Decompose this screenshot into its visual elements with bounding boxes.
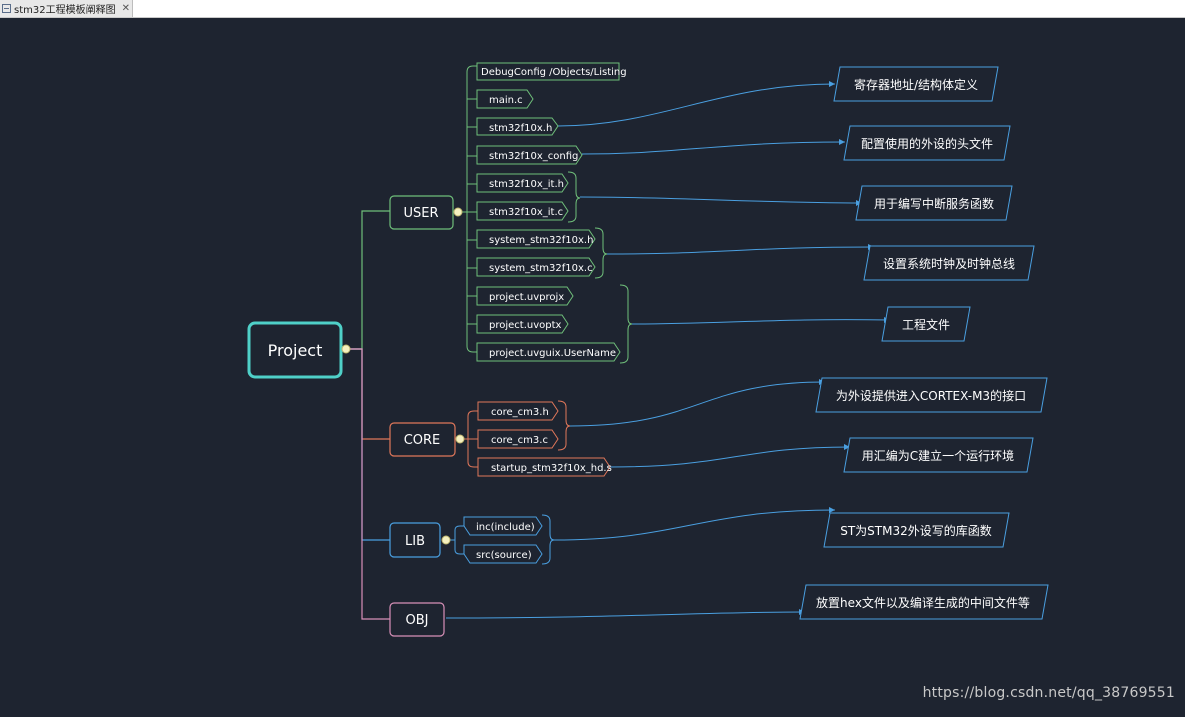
note-register-definitions[interactable]: 寄存器地址/结构体定义 xyxy=(833,66,999,102)
document-tab[interactable]: stm32工程模板阐释图 ✕ xyxy=(0,0,133,17)
svg-text:stm32f10x_it.h: stm32f10x_it.h xyxy=(489,179,564,190)
note-hex-output[interactable]: 放置hex文件以及编译生成的中间文件等 xyxy=(799,584,1049,620)
note-interrupt-handlers[interactable]: 用于编写中断服务函数 xyxy=(855,185,1013,221)
svg-text:配置使用的外设的头文件: 配置使用的外设的头文件 xyxy=(861,136,993,151)
svg-text:stm32f10x_config: stm32f10x_config xyxy=(489,151,578,162)
svg-text:project.uvguix.UserName: project.uvguix.UserName xyxy=(489,348,616,359)
svg-text:startup_stm32f10x_hd.s: startup_stm32f10x_hd.s xyxy=(491,463,612,474)
svg-text:用于编写中断服务函数: 用于编写中断服务函数 xyxy=(874,196,994,211)
leaf-core-startup[interactable]: startup_stm32f10x_hd.s xyxy=(477,457,612,477)
leaf-user-stm32f10x-config[interactable]: stm32f10x_config xyxy=(476,145,583,165)
connector-lib xyxy=(348,348,390,541)
svg-text:用汇编为C建立一个运行环境: 用汇编为C建立一个运行环境 xyxy=(862,448,1014,463)
note-project-files[interactable]: 工程文件 xyxy=(881,306,971,342)
branch-core[interactable]: CORE xyxy=(389,422,456,457)
leaf-user-stm32f10x-it-c[interactable]: stm32f10x_it.c xyxy=(476,201,569,221)
connector-obj xyxy=(348,348,390,620)
svg-text:core_cm3.h: core_cm3.h xyxy=(491,407,549,418)
close-icon[interactable]: ✕ xyxy=(121,3,130,14)
mindmap-canvas: Project USER CORE LIB OBJ DebugConfig /O… xyxy=(0,18,1185,713)
svg-text:DebugConfig /Objects/Listing: DebugConfig /Objects/Listing xyxy=(481,67,627,78)
leaf-user-system-stm32f10x-c[interactable]: system_stm32f10x.c xyxy=(476,257,596,277)
collapse-toggle-user[interactable] xyxy=(453,207,463,217)
svg-text:放置hex文件以及编译生成的中间文件等: 放置hex文件以及编译生成的中间文件等 xyxy=(816,595,1030,610)
tab-bar: stm32工程模板阐释图 ✕ xyxy=(0,0,1185,18)
svg-text:OBJ: OBJ xyxy=(406,613,429,628)
svg-text:寄存器地址/结构体定义: 寄存器地址/结构体定义 xyxy=(854,77,978,92)
svg-text:USER: USER xyxy=(403,206,438,221)
watermark: https://blog.csdn.net/qq_38769551 xyxy=(922,685,1175,701)
leaf-core-cm3-h[interactable]: core_cm3.h xyxy=(477,401,559,421)
svg-text:project.uvoptx: project.uvoptx xyxy=(489,320,562,331)
branch-obj[interactable]: OBJ xyxy=(389,602,445,637)
leaf-user-debugconfig[interactable]: DebugConfig /Objects/Listing xyxy=(476,62,627,81)
svg-text:core_cm3.c: core_cm3.c xyxy=(491,435,548,446)
svg-text:LIB: LIB xyxy=(405,534,425,549)
leaf-lib-src[interactable]: src(source) xyxy=(463,544,543,564)
collapse-toggle-lib[interactable] xyxy=(441,535,451,545)
svg-text:为外设提供进入CORTEX-M3的接口: 为外设提供进入CORTEX-M3的接口 xyxy=(836,388,1026,403)
note-cortex-interface[interactable]: 为外设提供进入CORTEX-M3的接口 xyxy=(815,377,1048,413)
svg-text:CORE: CORE xyxy=(404,433,441,448)
leaf-lib-inc[interactable]: inc(include) xyxy=(463,516,543,536)
svg-text:project.uvprojx: project.uvprojx xyxy=(489,292,564,303)
branch-user[interactable]: USER xyxy=(389,195,454,230)
svg-text:stm32f10x.h: stm32f10x.h xyxy=(489,123,552,134)
leaf-user-stm32f10x-it-h[interactable]: stm32f10x_it.h xyxy=(476,173,569,193)
svg-text:system_stm32f10x.h: system_stm32f10x.h xyxy=(489,235,593,246)
collapse-toggle-root[interactable] xyxy=(341,344,351,354)
svg-text:工程文件: 工程文件 xyxy=(902,317,950,332)
leaf-core-cm3-c[interactable]: core_cm3.c xyxy=(477,429,559,449)
note-peripheral-headers[interactable]: 配置使用的外设的头文件 xyxy=(843,125,1011,161)
leaf-user-system-stm32f10x-h[interactable]: system_stm32f10x.h xyxy=(476,229,596,249)
root-node[interactable]: Project xyxy=(247,321,343,379)
root-label: Project xyxy=(268,341,323,360)
tab-title: stm32工程模板阐释图 xyxy=(14,5,116,16)
leaf-user-project-uvoptx[interactable]: project.uvoptx xyxy=(476,314,569,334)
mindmap-icon xyxy=(2,4,11,13)
leaf-user-stm32f10x-h[interactable]: stm32f10x.h xyxy=(476,117,559,136)
svg-text:system_stm32f10x.c: system_stm32f10x.c xyxy=(489,263,593,274)
note-assembly-runtime[interactable]: 用汇编为C建立一个运行环境 xyxy=(843,437,1034,473)
svg-text:main.c: main.c xyxy=(489,95,523,106)
svg-text:ST为STM32外设写的库函数: ST为STM32外设写的库函数 xyxy=(840,523,992,538)
note-system-clock[interactable]: 设置系统时钟及时钟总线 xyxy=(863,245,1035,281)
svg-text:stm32f10x_it.c: stm32f10x_it.c xyxy=(489,207,563,218)
leaf-user-main-c[interactable]: main.c xyxy=(476,89,534,109)
connector-core xyxy=(348,348,390,440)
svg-text:设置系统时钟及时钟总线: 设置系统时钟及时钟总线 xyxy=(883,256,1015,271)
connector-user xyxy=(348,210,390,350)
svg-text:inc(include): inc(include) xyxy=(476,522,535,533)
svg-text:src(source): src(source) xyxy=(476,550,532,561)
branch-lib[interactable]: LIB xyxy=(389,522,441,558)
note-st-library[interactable]: ST为STM32外设写的库函数 xyxy=(823,512,1010,548)
leaf-user-project-uvguix[interactable]: project.uvguix.UserName xyxy=(476,342,621,362)
leaf-user-project-uvprojx[interactable]: project.uvprojx xyxy=(476,286,574,306)
collapse-toggle-core[interactable] xyxy=(455,434,465,444)
